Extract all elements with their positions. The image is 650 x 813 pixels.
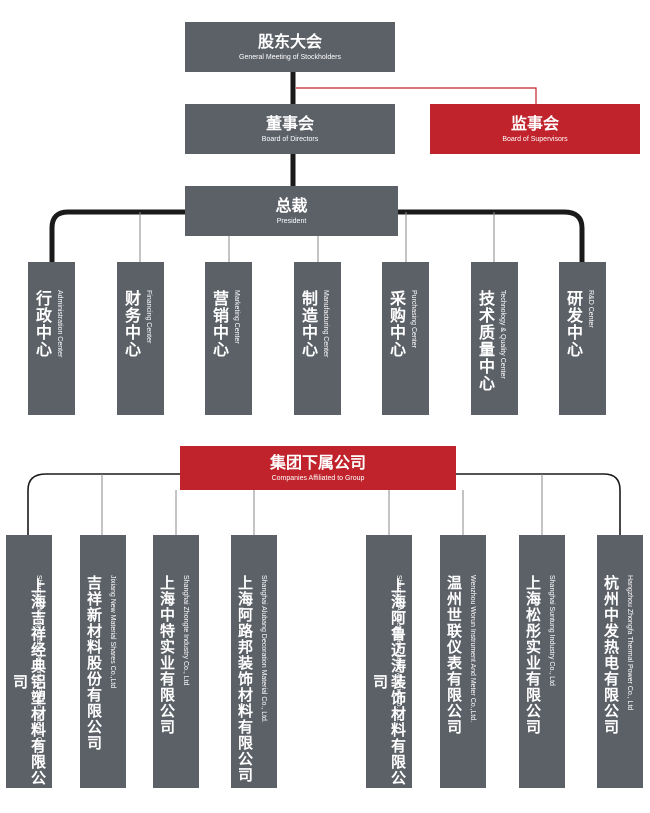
- group-subtitle: Companies Affiliated to Group: [271, 474, 365, 482]
- company-box: 上海阿鲁迈涛装饰材料有限公司 Shanghai Alumetal Decorat…: [366, 535, 412, 788]
- gm-box: 股东大会 General Meeting of Stockholders: [185, 22, 395, 72]
- center-name: 营销中心: [210, 290, 229, 358]
- company-name-en: Shanghai Suntung Industry Co., Ltd: [548, 575, 555, 686]
- center-box: 行政中心 Administration Center: [28, 262, 75, 415]
- supervisors-subtitle: Board of Supervisors: [502, 135, 568, 143]
- company-name: 上海松彤实业有限公司: [524, 575, 542, 735]
- company-name-en: Jixiang New Material Shares Co.,Ltd: [109, 575, 116, 689]
- center-name-en: Manufacturing Center: [322, 290, 329, 358]
- company-box: 吉祥新材料股份有限公司 Jixiang New Material Shares …: [80, 535, 126, 788]
- company-box: 上海吉祥经典铝塑材料有限公司 Shanghai Jixiang Classic …: [6, 535, 52, 788]
- president-subtitle: President: [276, 217, 307, 225]
- president-arch: [49, 209, 585, 262]
- board-box: 董事会 Board of Directors: [185, 104, 395, 154]
- president-title: 总裁: [275, 195, 308, 215]
- gm-title: 股东大会: [257, 31, 322, 51]
- company-box: 杭州中发热电有限公司 Hangzhou Zhongfa Thermal Powe…: [597, 535, 643, 788]
- center-name: 财务中心: [122, 290, 141, 358]
- company-name: 温州世联仪表有限公司: [445, 575, 463, 735]
- center-name: 制造中心: [299, 290, 318, 358]
- company-box: 上海松彤实业有限公司 Shanghai Suntung Industry Co.…: [519, 535, 565, 788]
- company-box: 上海阿路邦装饰材料有限公司 Shanghai Alubang Decoratio…: [231, 535, 277, 788]
- supervisors-box: 监事会 Board of Supervisors: [430, 104, 640, 154]
- supervisor-link: [296, 87, 537, 104]
- center-name-en: R&D Center: [587, 290, 594, 328]
- center-box: 制造中心 Manufacturing Center: [294, 262, 341, 415]
- board-title: 董事会: [265, 113, 314, 133]
- company-name-en: Hangzhou Zhongfa Thermal Power Co., Ltd: [626, 575, 633, 711]
- gm-subtitle: General Meeting of Stockholders: [239, 53, 341, 61]
- group-box: 集团下属公司 Companies Affiliated to Group: [180, 446, 456, 490]
- president-box: 总裁 President: [185, 186, 398, 236]
- board-subtitle: Board of Directors: [261, 135, 319, 143]
- supervisors-title: 监事会: [510, 113, 559, 133]
- company-name: 杭州中发热电有限公司: [602, 575, 620, 735]
- company-name-en: Shanghai Alubang Decoration Material Co.…: [260, 575, 267, 723]
- company-name: 上海阿路邦装饰材料有限公司: [236, 575, 254, 783]
- center-box: 技术质量中心 Technology & Quality Center: [471, 262, 518, 415]
- company-name-en: Shanghai Zhongte Industry Co., Ltd: [182, 575, 189, 686]
- center-name-en: Administration Center: [56, 290, 63, 358]
- company-name: 吉祥新材料股份有限公司: [85, 575, 103, 751]
- company-name-en: Shanghai Alumetal Decorative Material Co…: [395, 575, 402, 723]
- company-name: 上海吉祥经典铝塑材料有限公司: [11, 577, 47, 786]
- center-name-en: Financing Center: [145, 290, 152, 344]
- company-name: 上海中特实业有限公司: [158, 575, 176, 735]
- center-name-en: Marketing Center: [233, 290, 240, 344]
- company-name-en: Wenzhou Worun Instrument And Meter Co.,L…: [469, 575, 476, 723]
- center-name: 行政中心: [33, 290, 52, 358]
- group-arch: [27, 473, 621, 535]
- group-title: 集团下属公司: [269, 452, 366, 472]
- center-box: 营销中心 Marketing Center: [205, 262, 252, 415]
- company-box: 温州世联仪表有限公司 Wenzhou Worun Instrument And …: [440, 535, 486, 788]
- company-box: 上海中特实业有限公司 Shanghai Zhongte Industry Co.…: [153, 535, 199, 788]
- center-name: 采购中心: [387, 290, 406, 358]
- center-name-en: Purchasing Center: [410, 290, 417, 348]
- company-name-en: Shanghai Jixiang Classic Aluminum Plasti…: [35, 575, 42, 764]
- center-name: 技术质量中心: [476, 290, 495, 392]
- center-name-en: Technology & Quality Center: [499, 290, 506, 379]
- center-name: 研发中心: [564, 290, 583, 358]
- center-box: 研发中心 R&D Center: [559, 262, 606, 415]
- center-box: 采购中心 Purchasing Center: [382, 262, 429, 415]
- company-name: 上海阿鲁迈涛装饰材料有限公司: [371, 577, 407, 786]
- center-box: 财务中心 Financing Center: [117, 262, 164, 415]
